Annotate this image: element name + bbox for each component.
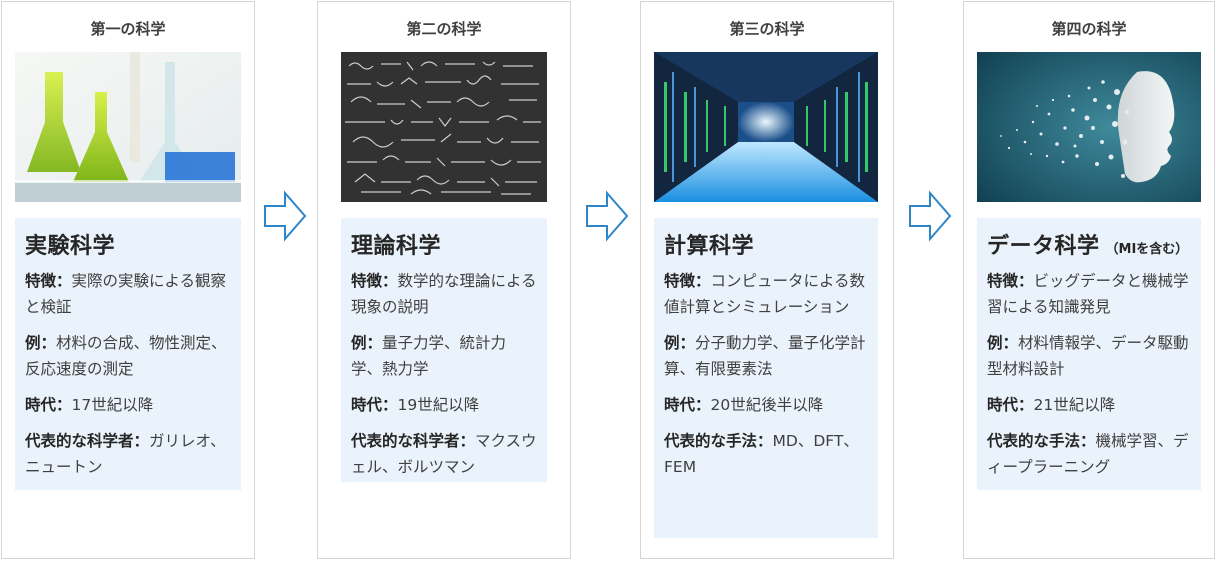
era-row: 時代：21世紀以降 xyxy=(987,396,1116,414)
card-theoretical-science: 第二の科学 理論科学 特徴：数学的な理論による現象の説明 例：量子力学、統計力学… xyxy=(317,1,571,559)
right-arrow-icon xyxy=(263,190,307,242)
card-heading: 第四の科学 xyxy=(1051,20,1127,38)
features-row: 特徴：コンピュータによる数値計算とシミュレーション xyxy=(664,272,866,316)
card-heading: 第一の科学 xyxy=(90,20,166,38)
info-panel: 実験科学 特徴：実際の実験による観察と検証 例：材料の合成、物性測定、反応速度の… xyxy=(15,218,241,490)
era-row: 時代：20世紀後半以降 xyxy=(664,396,824,414)
card-experimental-science: 第一の科学 実験科学 特徴：実際の実験による観察と検証 例：材料の合 xyxy=(1,1,255,559)
features-row: 特徴：ビッグデータと機械学習による知識発見 xyxy=(987,272,1189,316)
card-heading: 第二の科学 xyxy=(406,20,482,38)
info-panel: 理論科学 特徴：数学的な理論による現象の説明 例：量子力学、統計力学、熱力学 時… xyxy=(341,218,547,482)
card-title: 計算科学 xyxy=(664,234,755,259)
era-row: 時代：17世紀以降 xyxy=(25,396,154,414)
examples-row: 例：分子動力学、量子化学計算、有限要素法 xyxy=(664,334,866,378)
info-panel: データ科学（MIを含む） 特徴：ビッグデータと機械学習による知識発見 例：材料情… xyxy=(977,218,1201,490)
data-particle-face-image xyxy=(977,52,1201,202)
examples-row: 例：量子力学、統計力学、熱力学 xyxy=(351,334,507,378)
chalkboard-equations-image xyxy=(341,52,547,202)
lab-flasks-image xyxy=(15,52,241,202)
card-subtitle: （MIを含む） xyxy=(1105,242,1189,257)
card-title: 実験科学 xyxy=(25,234,116,259)
representative-row: 代表的な手法：MD、DFT、FEM xyxy=(664,432,859,476)
card-data-science: 第四の科学 xyxy=(963,1,1215,559)
server-room-image xyxy=(654,52,878,202)
right-arrow-icon xyxy=(585,190,629,242)
features-row: 特徴：数学的な理論による現象の説明 xyxy=(351,272,537,316)
features-row: 特徴：実際の実験による観察と検証 xyxy=(25,272,227,316)
right-arrow-icon xyxy=(908,190,952,242)
info-panel: 計算科学 特徴：コンピュータによる数値計算とシミュレーション 例：分子動力学、量… xyxy=(654,218,878,538)
card-heading: 第三の科学 xyxy=(729,20,805,38)
card-title: データ科学（MIを含む） xyxy=(987,234,1189,259)
representative-row: 代表的な科学者：ガリレオ、ニュートン xyxy=(25,432,226,476)
examples-row: 例：材料の合成、物性測定、反応速度の測定 xyxy=(25,334,227,378)
examples-row: 例：材料情報学、データ駆動型材料設計 xyxy=(987,334,1189,378)
representative-row: 代表的な手法：機械学習、ディープラーニング xyxy=(987,432,1189,476)
representative-row: 代表的な科学者：マクスウェル、ボルツマン xyxy=(351,432,537,476)
era-row: 時代：19世紀以降 xyxy=(351,396,480,414)
card-title: 理論科学 xyxy=(351,234,442,259)
card-computational-science: 第三の科学 xyxy=(640,1,894,559)
